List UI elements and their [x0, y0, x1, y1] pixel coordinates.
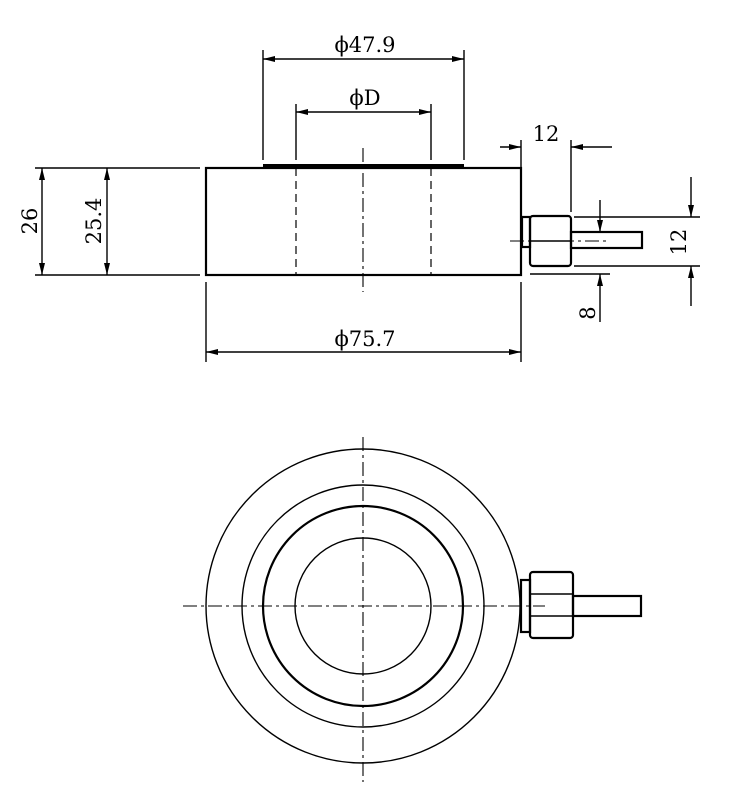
dimension-cable-diameter: 8 [530, 200, 610, 322]
dimension-outer-diameter: ϕ75.7 [205, 282, 522, 362]
dim-label: ϕ47.9 [334, 33, 395, 57]
side-view: ϕ47.9 ϕD 26 25.4 ϕ75.7 12 12 [18, 33, 700, 362]
dimension-bore-diameter: ϕD [295, 86, 432, 160]
dim-label: 25.4 [82, 198, 106, 245]
dimension-connector-width: 12 [574, 177, 700, 306]
dim-label: 12 [533, 122, 560, 146]
cable-connector-top [519, 570, 643, 640]
dim-label: ϕD [349, 86, 380, 110]
dim-label: ϕ75.7 [334, 327, 395, 351]
cable-connector-side [510, 214, 644, 268]
dimension-boss-diameter: ϕ47.9 [262, 33, 465, 160]
dimension-heights: 26 25.4 [18, 167, 200, 276]
top-view [183, 437, 643, 782]
dim-label: 8 [576, 306, 600, 319]
dimension-connector-length: 12 [500, 122, 612, 212]
dim-label: 12 [667, 229, 691, 256]
dim-label: 26 [18, 208, 42, 235]
